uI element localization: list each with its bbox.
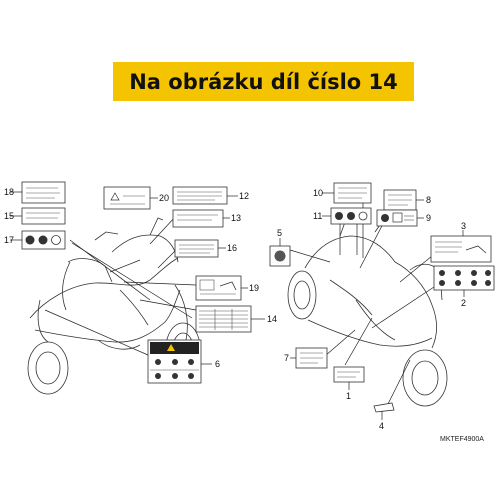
callout-18: 18 <box>4 187 14 197</box>
callout-2: 2 <box>461 298 466 308</box>
callout-9: 9 <box>426 213 431 223</box>
label-3 <box>430 235 492 263</box>
callout-19: 19 <box>249 283 259 293</box>
part-number-banner: Na obrázku díl číslo 14 <box>113 62 414 101</box>
label-7 <box>295 347 328 369</box>
callout-1: 1 <box>346 391 351 401</box>
callout-5: 5 <box>277 228 282 238</box>
left-number-ticks <box>10 191 265 365</box>
label-6 <box>147 339 202 384</box>
label-8 <box>383 189 417 211</box>
callout-8: 8 <box>426 195 431 205</box>
callout-numbers: 18 15 17 20 12 13 16 19 14 6 10 11 8 9 5… <box>4 187 466 431</box>
label-11 <box>330 207 372 225</box>
label-2 <box>433 265 495 291</box>
label-10 <box>333 182 372 204</box>
banner-text: Na obrázku díl číslo 14 <box>129 69 398 94</box>
label-14-highlighted-part <box>195 305 252 333</box>
label-13 <box>172 209 224 228</box>
label-16 <box>174 239 219 258</box>
label-19 <box>195 275 242 301</box>
label-17 <box>21 230 66 250</box>
callout-17: 17 <box>4 235 14 245</box>
label-12 <box>172 186 228 205</box>
callout-4: 4 <box>379 421 384 431</box>
callout-3: 3 <box>461 221 466 231</box>
label-20 <box>103 186 151 210</box>
callout-11: 11 <box>313 211 322 221</box>
callout-7: 7 <box>284 353 289 363</box>
callout-13: 13 <box>231 213 241 223</box>
label-4 <box>373 402 395 413</box>
callout-10: 10 <box>313 188 323 198</box>
callout-15: 15 <box>4 211 14 221</box>
right-scooter-illustration <box>287 221 448 407</box>
label-5 <box>269 245 291 267</box>
callout-6: 6 <box>215 359 220 369</box>
left-leader-lines <box>44 215 197 356</box>
label-15 <box>21 207 66 225</box>
label-18 <box>21 181 66 204</box>
label-9 <box>376 209 418 227</box>
callout-14: 14 <box>267 314 277 324</box>
callout-20: 20 <box>159 193 169 203</box>
callout-16: 16 <box>227 243 237 253</box>
label-1 <box>333 366 365 383</box>
figure-code: MKTEF4900A <box>440 436 484 443</box>
callout-12: 12 <box>239 191 249 201</box>
right-number-ticks <box>279 192 465 420</box>
